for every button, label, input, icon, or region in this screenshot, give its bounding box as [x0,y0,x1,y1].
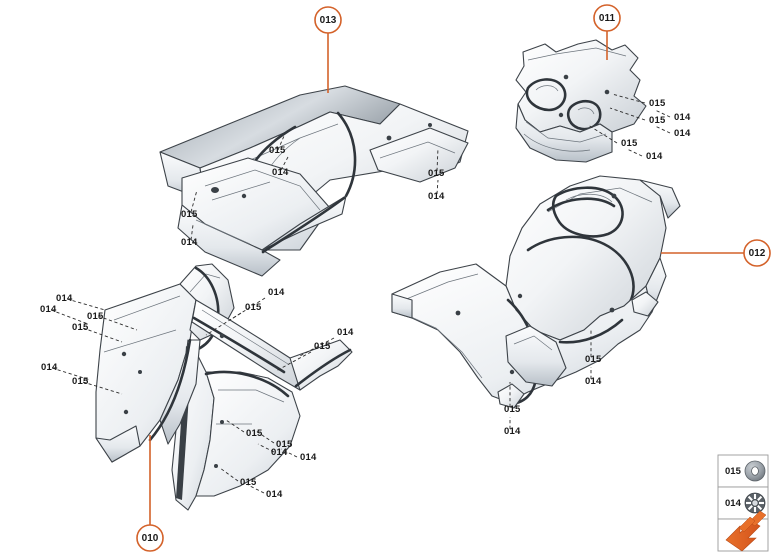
reference-label-014: 014 [271,447,288,458]
leader-line [280,448,298,458]
leader-line [82,327,123,343]
callout-010[interactable]: 010 [136,435,164,552]
reference-label-015: 015 [240,477,257,488]
reference-label-014: 014 [41,362,58,373]
reference-label-015: 015 [504,404,521,415]
leader-line [205,312,242,336]
callout-010-label: 010 [142,533,159,544]
part-010-illustration [95,263,353,511]
reference-label-015: 015 [72,322,89,333]
leader-line [436,179,439,195]
reference-label-015: 015 [245,302,262,313]
part-012-illustration [391,175,681,409]
callout-markers: 013 011 012 010 [136,4,771,552]
leader-line [190,189,198,213]
leader-line [225,419,245,433]
reference-label-015: 015 [649,115,666,126]
reference-label-014: 014 [272,167,289,178]
leader-line [654,125,671,134]
reference-label-015: 015 [649,98,666,109]
callout-012-circle[interactable] [743,239,771,267]
leader-line [257,443,275,453]
callout-013-label: 013 [320,15,337,26]
leader-line [436,147,439,172]
callout-013[interactable]: 013 [314,6,342,93]
leader-line [280,156,289,171]
leader-line [626,148,643,157]
orange-arrow-icon [725,510,767,552]
leader-line [277,135,285,151]
reference-label-015: 015 [314,341,331,352]
reference-label-015: 015 [621,138,638,149]
leader-line [97,315,138,331]
leader-lines [50,93,671,494]
part-011-illustration [515,39,647,163]
reference-label-014: 014 [40,304,57,315]
leader-line [609,107,646,121]
callout-013-circle[interactable] [314,6,342,34]
reference-label-015: 015 [269,145,286,156]
reference-label-014: 014 [181,237,198,248]
reference-label-014: 014 [428,191,445,202]
leader-line [654,109,671,118]
reference-label-015: 015 [428,168,445,179]
reference-label-014: 014 [300,452,317,463]
leader-line [51,367,91,381]
legend-label-014: 014 [725,498,742,509]
callout-012-label: 012 [749,248,766,259]
spline-nut-icon [744,492,766,514]
reference-label-014: 014 [266,489,283,500]
reference-label-014: 014 [674,128,691,139]
leader-line [255,430,275,444]
leader-line [297,337,335,358]
leader-line [82,381,123,395]
leader-line [219,467,239,482]
leader-line [190,224,194,241]
leader-line [66,298,106,311]
leader-line [50,309,89,325]
reference-labels: 0150140150140150140150140150140150140140… [40,98,691,500]
reference-label-014: 014 [646,151,663,162]
reference-label-015: 015 [181,209,198,220]
legend-panel: 015 014 [717,454,769,552]
callout-011-label: 011 [599,13,616,24]
reference-label-014: 014 [674,112,691,123]
callout-011[interactable]: 011 [593,4,621,60]
reference-label-015: 015 [72,376,89,387]
leader-line [229,297,266,321]
reference-label-015: 015 [246,428,263,439]
leader-line [275,351,312,372]
reference-label-014: 014 [585,376,602,387]
part-013-illustration [159,85,469,277]
reference-label-015: 015 [276,439,293,450]
callout-012[interactable]: 012 [661,239,771,267]
reference-label-014: 014 [504,426,521,437]
reference-label-014: 014 [56,293,73,304]
reference-label-014: 014 [337,327,354,338]
callout-010-circle[interactable] [136,524,164,552]
reference-label-014: 014 [268,287,285,298]
reference-label-015: 015 [87,311,104,322]
legend-label-015: 015 [725,466,742,477]
washer-icon [744,460,766,482]
leader-line [247,484,265,494]
reference-label-015: 015 [585,354,602,365]
callout-011-circle[interactable] [593,4,621,32]
